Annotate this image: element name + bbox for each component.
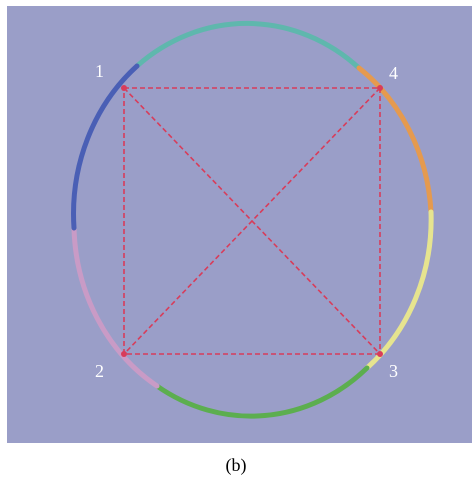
corner-marker-1 xyxy=(121,85,127,91)
dashed-square xyxy=(123,87,381,355)
ring-arc-pink xyxy=(71,225,160,389)
corner-marker-4 xyxy=(377,85,383,91)
ring-arc-blue xyxy=(71,63,140,231)
corner-marker-3 xyxy=(377,351,383,357)
corner-label-1: 1 xyxy=(95,61,104,81)
corner-marker-2 xyxy=(121,351,127,357)
ring xyxy=(71,20,434,419)
figure-caption: (b) xyxy=(225,455,247,475)
circle-square-diagram: 1 4 3 2 xyxy=(71,20,434,419)
corner-label-4: 4 xyxy=(389,63,398,83)
diagram-panel: 1 4 3 2 xyxy=(7,6,472,443)
ring-arc-yellow xyxy=(364,209,434,371)
corner-label-3: 3 xyxy=(389,361,398,381)
ring-arc-green xyxy=(154,365,370,419)
top-strip xyxy=(7,0,472,6)
corner-label-2: 2 xyxy=(95,361,104,381)
corner-markers xyxy=(121,85,383,357)
ring-arc-orange xyxy=(356,65,434,215)
ring-arc-teal xyxy=(134,20,362,71)
diagonal-4-2 xyxy=(123,87,381,355)
